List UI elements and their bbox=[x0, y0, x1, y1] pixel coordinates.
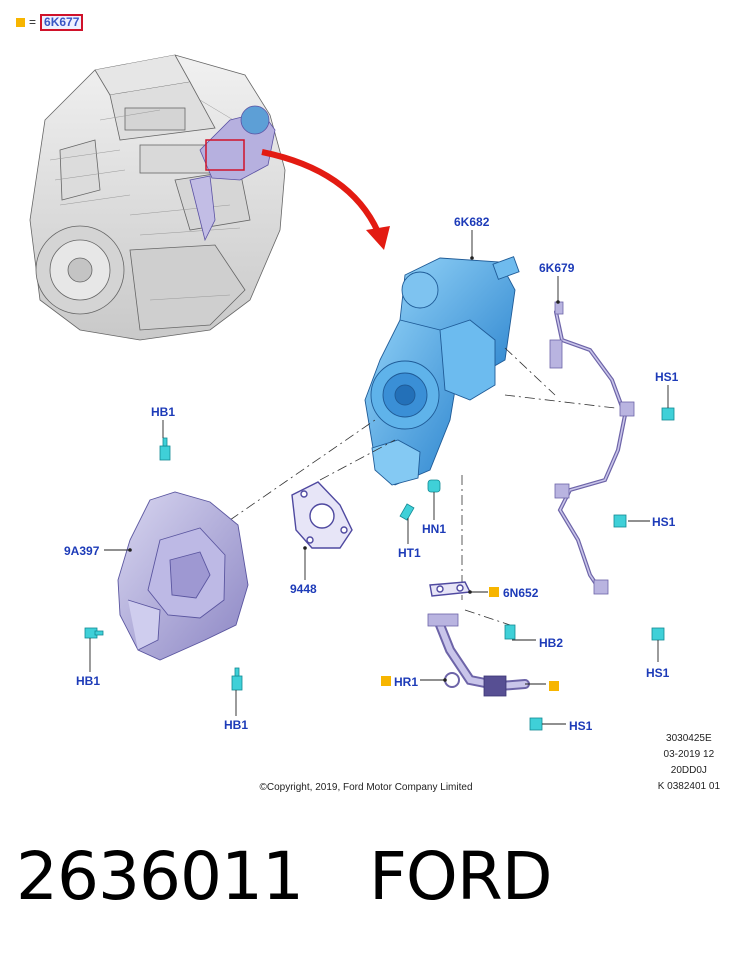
marker-hr1-icon bbox=[381, 676, 391, 686]
engine-turbo-highlight bbox=[189, 105, 276, 242]
stamp-line: 20DD0J bbox=[670, 765, 707, 776]
oil-feed-pipe-core bbox=[555, 311, 626, 591]
red-arrow-head bbox=[366, 226, 390, 250]
oil-return-pipe-core bbox=[437, 622, 528, 690]
turbocharger bbox=[364, 256, 520, 486]
callout-hs1-c[interactable]: HS1 bbox=[646, 666, 670, 680]
callout-turbo[interactable]: 6K682 bbox=[454, 215, 490, 229]
legend-key: = 6K677 bbox=[16, 13, 84, 31]
callout-hb1-left[interactable]: HB1 bbox=[76, 674, 101, 688]
brand-name: FORD bbox=[368, 838, 553, 915]
engine-highlight-box bbox=[205, 139, 245, 171]
copyright: ©Copyright, 2019, Ford Motor Company Lim… bbox=[259, 782, 473, 793]
gasket-6n652 bbox=[429, 581, 472, 597]
drawing-stamp: 3030425E 03-2019 12 20DD0J K 0382401 01 bbox=[658, 731, 720, 795]
footer: 2636011 FORD bbox=[16, 838, 553, 915]
callout-oil-feed-pipe[interactable]: 6K679 bbox=[539, 261, 575, 275]
part-number: 2636011 bbox=[16, 838, 304, 915]
callout-gasket-6n652[interactable]: 6N652 bbox=[503, 586, 539, 600]
stamp-line: 3030425E bbox=[666, 733, 712, 744]
legend-equals: = bbox=[29, 15, 37, 29]
callout-hb1-top[interactable]: HB1 bbox=[151, 405, 176, 419]
callout-hr1[interactable]: HR1 bbox=[394, 675, 419, 689]
callout-hb2[interactable]: HB2 bbox=[539, 636, 564, 650]
heat-shield bbox=[117, 491, 249, 661]
leader-lines bbox=[229, 347, 616, 626]
callout-hn1[interactable]: HN1 bbox=[422, 522, 447, 536]
o-ring bbox=[444, 672, 460, 688]
engine-assembly bbox=[29, 54, 286, 341]
stamp-line: 03-2019 12 bbox=[663, 749, 715, 760]
red-arrow bbox=[261, 149, 381, 234]
legend-marker-icon bbox=[16, 17, 25, 27]
stamp-line: K 0382401 01 bbox=[657, 781, 720, 792]
callout-leaders bbox=[89, 230, 669, 725]
callout-hb1-bottom[interactable]: HB1 bbox=[224, 718, 249, 732]
marker-6n652-icon bbox=[489, 587, 499, 597]
marker-return-pipe-icon bbox=[549, 681, 559, 691]
callout-hs1-b[interactable]: HS1 bbox=[652, 515, 676, 529]
callout-heat-shield[interactable]: 9A397 bbox=[64, 544, 100, 558]
oil-feed-pipe bbox=[554, 310, 628, 592]
callout-gasket[interactable]: 9448 bbox=[290, 582, 317, 596]
callout-hs1-d[interactable]: HS1 bbox=[569, 719, 593, 733]
callout-ht1[interactable]: HT1 bbox=[398, 546, 421, 560]
callout-hs1-a[interactable]: HS1 bbox=[655, 370, 679, 384]
legend-code[interactable]: 6K677 bbox=[40, 13, 84, 31]
gasket-9448 bbox=[291, 481, 353, 549]
